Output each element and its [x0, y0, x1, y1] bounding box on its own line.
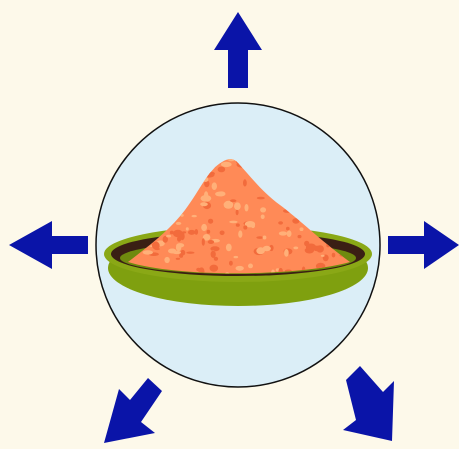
powder-speckle — [263, 236, 267, 240]
arrow-left-icon — [9, 221, 88, 269]
powder-speckle — [243, 179, 247, 186]
powder-speckle — [256, 236, 263, 239]
powder-speckle — [176, 258, 180, 260]
powder-speckle — [211, 251, 216, 258]
powder-speckle — [220, 231, 225, 236]
powder-speckle — [261, 215, 265, 220]
powder-speckle — [353, 155, 356, 158]
powder-speckle — [298, 235, 302, 238]
powder-speckle — [321, 255, 325, 257]
powder-speckle — [188, 230, 195, 235]
powder-speckle — [229, 221, 237, 224]
powder-speckle — [168, 249, 176, 254]
powder-speckle — [287, 230, 292, 237]
powder-speckle — [226, 244, 232, 252]
powder-speckle — [221, 162, 232, 167]
powder-speckle — [307, 244, 310, 250]
powder-speckle — [186, 252, 194, 254]
powder-speckle — [176, 243, 184, 247]
powder-speckle — [186, 227, 189, 230]
powder-speckle — [224, 201, 234, 209]
powder-speckle — [208, 240, 214, 244]
powder-speckle — [180, 232, 185, 240]
arrow-up-icon — [214, 12, 262, 88]
powder-speckle — [192, 215, 197, 217]
powder-speckle — [218, 167, 226, 173]
powder-speckle — [217, 191, 225, 196]
powder-speckle — [176, 222, 182, 225]
powder-speckle — [263, 246, 271, 251]
powder-speckle — [201, 224, 207, 231]
powder-speckle — [207, 230, 211, 234]
powder-speckle — [212, 182, 217, 190]
arrow-right-icon — [388, 221, 459, 269]
powder-speckle — [154, 248, 160, 250]
powder-speckle — [208, 219, 213, 224]
powder-speckle — [300, 227, 304, 231]
powder-speckle — [143, 250, 153, 254]
powder-speckle — [166, 235, 171, 238]
powder-speckle — [200, 202, 208, 206]
powder-speckle — [245, 204, 249, 211]
powder-speckle — [170, 231, 174, 235]
powder-speckle — [179, 254, 183, 258]
powder-speckle — [202, 238, 205, 245]
powder-speckle — [293, 247, 298, 250]
powder-speckle — [279, 231, 287, 235]
powder-speckle — [248, 264, 253, 269]
powder-speckle — [234, 256, 239, 258]
powder-speckle — [236, 223, 240, 226]
powder-speckle — [257, 197, 265, 200]
powder-speckle — [243, 225, 247, 229]
powder-speckle — [238, 230, 242, 237]
powder-speckle — [286, 227, 290, 231]
powder-speckle — [210, 265, 219, 272]
powder-speckle — [201, 195, 212, 202]
powder-speckle — [234, 202, 241, 210]
powder-speckle — [284, 249, 289, 257]
powder-speckle — [278, 221, 283, 224]
arrow-down-left-icon — [104, 378, 162, 443]
powder-speckle — [229, 261, 233, 266]
powder-speckle — [332, 253, 336, 258]
powder-speckle — [210, 246, 219, 251]
powder-speckle — [260, 207, 266, 212]
powder-speckle — [164, 257, 169, 263]
powder-speckle — [236, 266, 244, 271]
powder-speckle — [230, 199, 236, 202]
arrow-down-right-icon — [343, 366, 394, 441]
powder-speckle — [236, 209, 239, 215]
